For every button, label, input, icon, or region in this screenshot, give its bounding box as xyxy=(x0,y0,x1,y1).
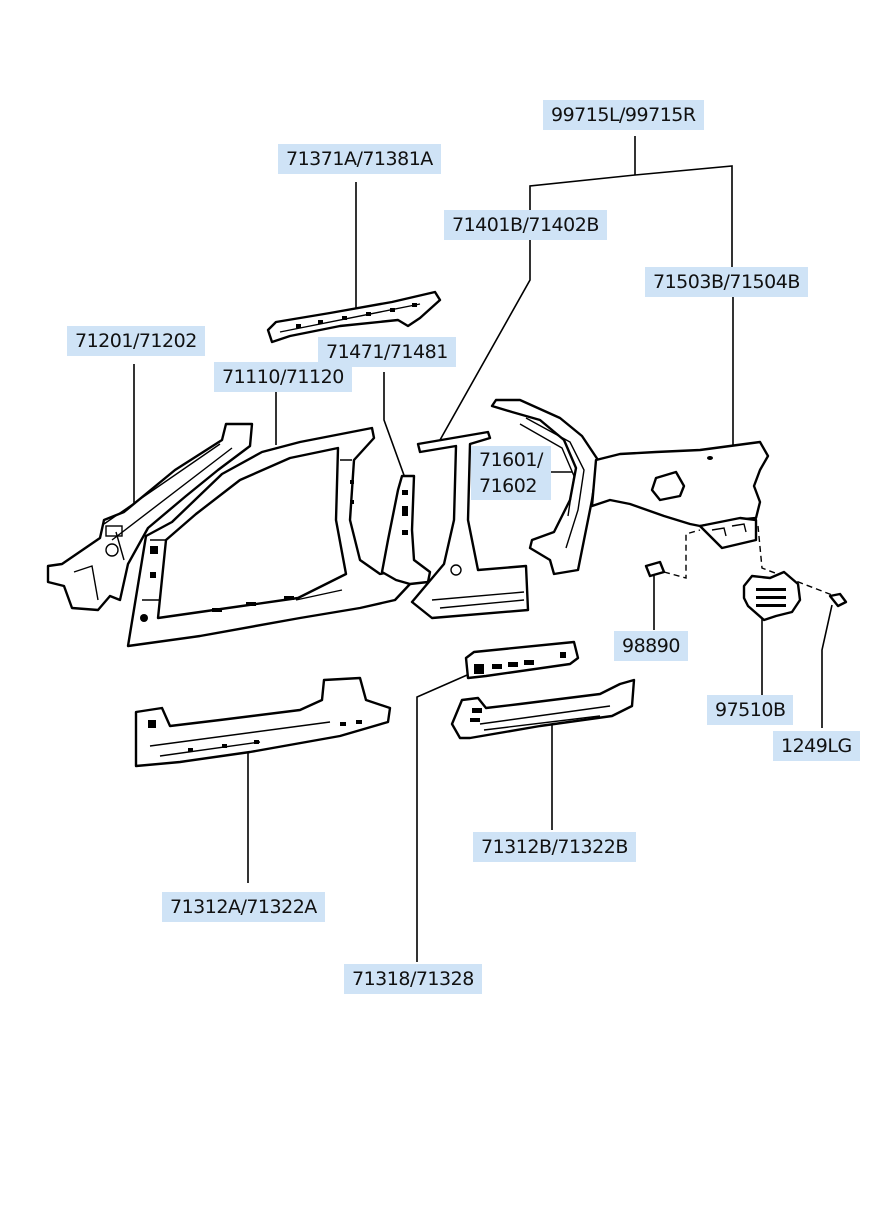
sill-outer-rear xyxy=(450,678,636,740)
side-outer-panel xyxy=(126,426,412,648)
leader-99715-branch xyxy=(529,165,733,268)
leader-71471 xyxy=(383,372,406,479)
part-label-71401[interactable]: 71401B/71402B xyxy=(444,210,607,240)
part-label-71318[interactable]: 71318/71328 xyxy=(344,964,482,994)
part-label-71503[interactable]: 71503B/71504B xyxy=(645,267,808,297)
sill-reinforcement xyxy=(464,640,580,680)
leader-lines xyxy=(133,136,841,962)
leader-71318 xyxy=(416,671,475,962)
part-label-98890[interactable]: 98890 xyxy=(614,631,688,661)
part-label-71371[interactable]: 71371A/71381A xyxy=(278,144,441,174)
leader-71401 xyxy=(439,240,531,441)
center-pillar-outer xyxy=(410,430,530,620)
part-label-71312A[interactable]: 71312A/71322A xyxy=(162,892,325,922)
dashed-guide-bracket xyxy=(757,525,841,599)
sill-outer-front xyxy=(134,676,392,768)
part-label-1249[interactable]: 1249LG xyxy=(773,731,860,761)
part-label-71201[interactable]: 71201/71202 xyxy=(67,326,205,356)
roof-rail-reinforcement xyxy=(266,290,442,344)
quarter-panel xyxy=(590,440,770,550)
part-label-97510[interactable]: 97510B xyxy=(707,695,794,725)
part-label-71110[interactable]: 71110/71120 xyxy=(214,362,352,392)
part-label-71312B[interactable]: 71312B/71322B xyxy=(473,832,636,862)
leader-1249 xyxy=(821,604,833,728)
part-label-99715[interactable]: 99715L/99715R xyxy=(543,100,704,130)
rear-wheel-house-extension xyxy=(490,398,600,576)
part-label-71601[interactable]: 71601/ 71602 xyxy=(471,446,551,500)
clip xyxy=(644,560,666,578)
screw xyxy=(828,592,848,608)
bracket xyxy=(742,570,802,622)
dashed-guide-clip xyxy=(663,529,701,579)
center-pillar-reinforcement xyxy=(380,474,432,586)
front-pillar-outer xyxy=(46,422,254,612)
